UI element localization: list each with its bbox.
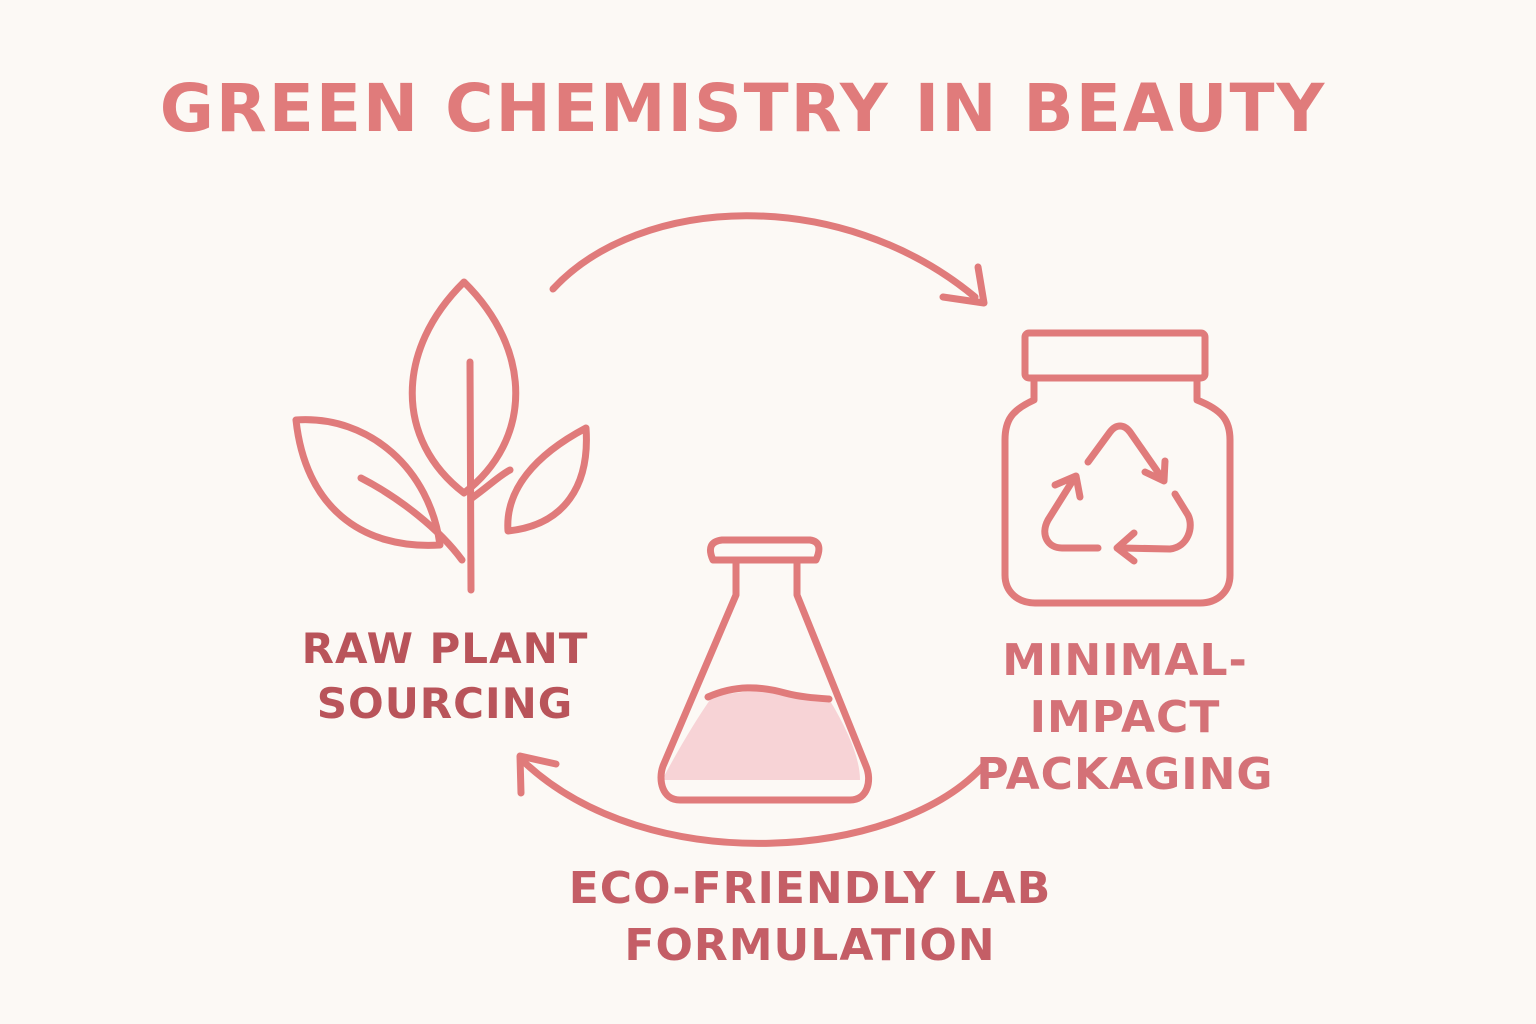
page-title: GREEN CHEMISTRY IN BEAUTY bbox=[159, 70, 1327, 147]
plant-leaves-icon bbox=[292, 278, 590, 594]
raw-plant-sourcing-label: RAW PLANT SOURCING bbox=[301, 624, 589, 728]
eco-friendly-lab-formulation-label: ECO-FRIENDLY LAB FORMULATION bbox=[568, 863, 1052, 972]
arrow-packaging-to-plant-icon bbox=[516, 752, 989, 847]
arrow-plant-to-packaging-icon bbox=[549, 212, 988, 307]
minimal-impact-packaging-label: MINIMAL-IMPACT PACKAGING bbox=[976, 635, 1274, 801]
flask-icon bbox=[657, 536, 873, 804]
recycle-jar-icon bbox=[1001, 329, 1234, 607]
